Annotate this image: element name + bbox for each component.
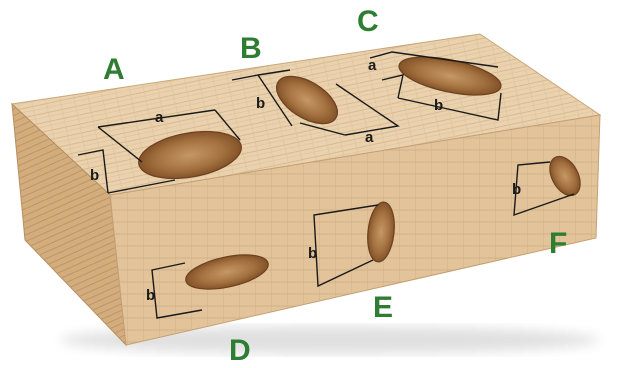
- label-b: B: [240, 32, 262, 65]
- label-e: E: [373, 291, 393, 324]
- label-c: C: [357, 5, 379, 38]
- svg-text:b: b: [256, 95, 265, 112]
- svg-text:b: b: [434, 97, 443, 114]
- svg-text:a: a: [365, 129, 374, 146]
- label-d: D: [229, 334, 251, 363]
- svg-text:b: b: [146, 287, 155, 304]
- svg-text:b: b: [512, 181, 521, 198]
- svg-text:a: a: [368, 57, 377, 74]
- svg-text:b: b: [90, 167, 99, 184]
- label-f: F: [549, 227, 567, 260]
- label-a: A: [103, 53, 125, 86]
- svg-text:b: b: [308, 245, 317, 262]
- svg-text:a: a: [155, 109, 164, 126]
